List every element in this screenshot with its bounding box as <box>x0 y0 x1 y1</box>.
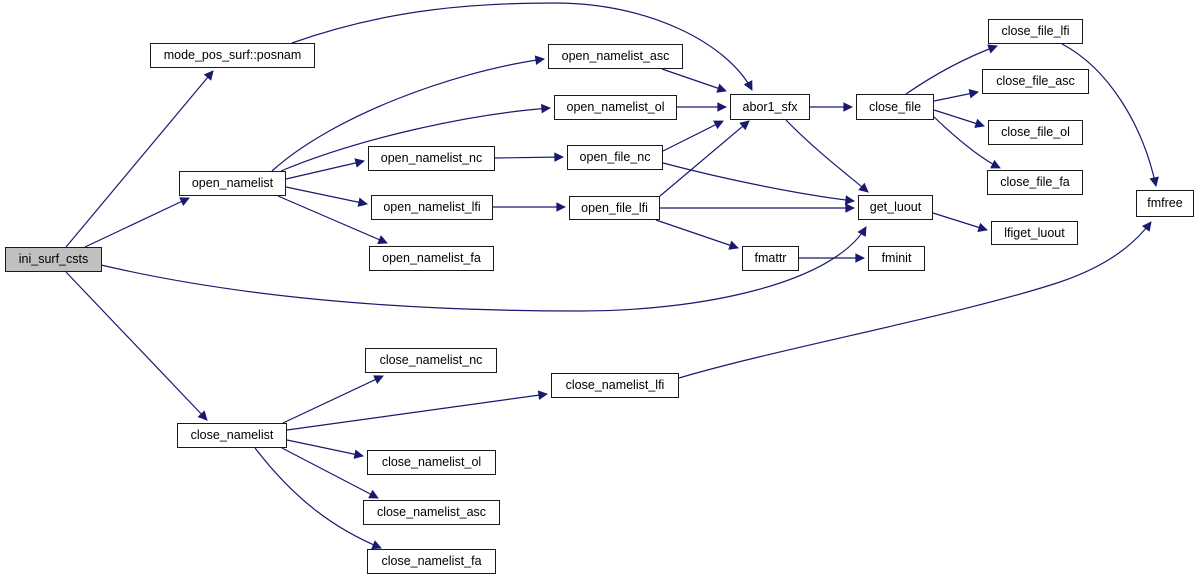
edge-ini-surf-csts-to-get-luout <box>100 226 867 312</box>
edge-close-file-to-close-file-fa <box>932 115 1001 169</box>
edge-open-namelist-asc-to-abor1-sfx <box>661 68 727 93</box>
node-open-file-lfi[interactable]: open_file_lfi <box>569 196 660 220</box>
edge-mode-pos-surf-posnam-to-abor1-sfx <box>291 2 753 91</box>
edge-ini-surf-csts-to-mode-pos-surf-posnam <box>65 70 214 248</box>
edge-close-namelist-to-close-namelist-asc <box>281 447 379 499</box>
edge-close-file-lfi-to-fmfree <box>1061 43 1159 187</box>
node-open-namelist[interactable]: open_namelist <box>179 171 286 196</box>
node-close-namelist-ol[interactable]: close_namelist_ol <box>367 450 496 475</box>
edge-ini-surf-csts-to-close-namelist <box>65 271 208 421</box>
node-close-file-fa[interactable]: close_file_fa <box>987 170 1083 195</box>
edge-close-namelist-to-close-namelist-lfi <box>286 390 548 431</box>
node-lfiget-luout[interactable]: lfiget_luout <box>991 221 1078 245</box>
edge-open-file-nc-to-abor1-sfx <box>662 120 724 152</box>
edge-open-namelist-to-open-namelist-asc <box>271 55 545 172</box>
edge-group <box>65 2 1159 550</box>
node-close-file-lfi[interactable]: close_file_lfi <box>988 19 1083 44</box>
node-open-namelist-asc[interactable]: open_namelist_asc <box>548 44 683 69</box>
node-close-namelist-lfi[interactable]: close_namelist_lfi <box>551 373 679 398</box>
node-close-namelist[interactable]: close_namelist <box>177 423 287 448</box>
node-close-file-asc[interactable]: close_file_asc <box>982 69 1089 94</box>
edge-close-namelist-to-close-namelist-ol <box>286 439 364 459</box>
node-open-namelist-fa[interactable]: open_namelist_fa <box>369 246 494 271</box>
edge-abor1-sfx-to-get-luout <box>785 119 869 193</box>
node-abor1-sfx[interactable]: abor1_sfx <box>730 94 810 120</box>
edge-close-namelist-to-close-namelist-nc <box>282 375 384 424</box>
node-ini-surf-csts[interactable]: ini_surf_csts <box>5 247 102 272</box>
node-fmattr[interactable]: fmattr <box>742 246 799 271</box>
edge-open-namelist-to-open-namelist-ol <box>280 103 551 172</box>
edge-open-namelist-to-open-namelist-lfi <box>285 186 368 207</box>
node-open-file-nc[interactable]: open_file_nc <box>567 145 663 170</box>
edge-open-file-lfi-to-fmattr <box>655 219 739 250</box>
edge-close-file-to-close-file-lfi <box>905 44 998 95</box>
node-get-luout[interactable]: get_luout <box>858 195 933 220</box>
edge-open-file-lfi-to-abor1-sfx <box>659 120 750 197</box>
node-close-file-ol[interactable]: close_file_ol <box>988 120 1083 145</box>
edge-close-file-to-close-file-asc <box>933 89 979 102</box>
edge-ini-surf-csts-to-open-namelist <box>84 197 190 248</box>
node-close-namelist-asc[interactable]: close_namelist_asc <box>363 500 500 525</box>
node-open-namelist-nc[interactable]: open_namelist_nc <box>368 146 495 171</box>
edge-open-namelist-nc-to-open-file-nc <box>494 152 564 162</box>
edge-close-namelist-lfi-to-fmfree <box>678 221 1152 379</box>
node-mode-pos-surf-posnam[interactable]: mode_pos_surf::posnam <box>150 43 315 68</box>
edge-open-namelist-to-open-namelist-fa <box>277 195 388 244</box>
node-close-namelist-fa[interactable]: close_namelist_fa <box>367 549 496 574</box>
node-close-namelist-nc[interactable]: close_namelist_nc <box>365 348 497 373</box>
edge-close-namelist-to-close-namelist-fa <box>254 447 382 550</box>
node-close-file[interactable]: close_file <box>856 94 934 120</box>
edge-open-file-nc-to-get-luout <box>662 162 855 205</box>
edge-close-file-to-close-file-ol <box>933 109 985 128</box>
node-open-namelist-ol[interactable]: open_namelist_ol <box>554 95 677 120</box>
edge-open-namelist-to-open-namelist-nc <box>285 158 365 180</box>
node-fminit[interactable]: fminit <box>868 246 925 271</box>
edge-get-luout-to-lfiget-luout <box>932 212 988 232</box>
node-open-namelist-lfi[interactable]: open_namelist_lfi <box>371 195 493 220</box>
node-fmfree[interactable]: fmfree <box>1136 190 1194 217</box>
